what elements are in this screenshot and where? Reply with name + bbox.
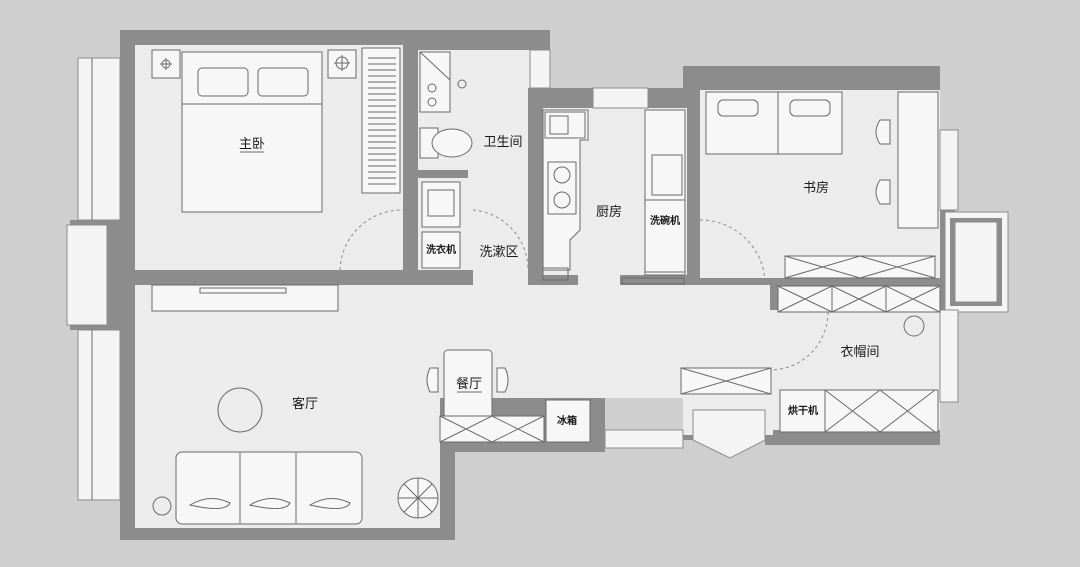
shower — [419, 51, 451, 113]
label-living-room: 客厅 — [292, 396, 318, 412]
chair — [875, 179, 891, 205]
study-cabinet — [784, 255, 936, 279]
label-fridge: 冰箱 — [557, 414, 577, 427]
wardrobe — [361, 47, 401, 194]
washing-machine — [421, 231, 461, 269]
coffee-table — [217, 387, 263, 433]
label-dishwasher: 洗碗机 — [650, 214, 680, 227]
living-dining-furniture — [151, 284, 591, 525]
cabinet-door-cross — [777, 285, 833, 313]
chair — [875, 119, 891, 145]
label-washing-machine: 洗衣机 — [426, 243, 456, 256]
room-labels: 主卧 卫生间 厨房 书房 洗漱区 客厅 餐厅 衣帽间 — [239, 135, 880, 412]
sideboard — [439, 415, 545, 443]
fridge — [545, 399, 591, 443]
burner — [553, 166, 571, 184]
label-dining-room: 餐厅 — [456, 376, 482, 392]
master-bedroom — [151, 47, 401, 213]
tv-cabinet — [151, 284, 339, 312]
label-bathroom: 卫生间 — [483, 135, 522, 150]
study-furniture — [705, 91, 939, 279]
label-kitchen: 厨房 — [596, 204, 622, 220]
label-dryer: 烘干机 — [788, 404, 818, 417]
appliance-labels: 洗衣机 洗碗机 冰箱 烘干机 — [426, 214, 818, 427]
label-study: 书房 — [803, 180, 829, 196]
cloak-cabinet-bottom — [779, 389, 939, 433]
cabinet-door-cross — [885, 285, 941, 313]
sofa — [175, 451, 363, 525]
cabinet-door-cross — [831, 285, 887, 313]
label-cloakroom: 衣帽间 — [840, 344, 879, 360]
kitchen-fixtures — [542, 109, 686, 285]
windows — [66, 49, 1009, 501]
floor-drain — [457, 79, 467, 89]
counter-left — [542, 109, 589, 271]
door-swings — [339, 209, 829, 371]
pillow-left — [197, 67, 249, 97]
pillow-right — [257, 67, 309, 97]
bathroom-fixtures — [419, 51, 473, 269]
label-master-bedroom: 主卧 — [239, 137, 265, 152]
burner — [553, 191, 571, 209]
toilet-bowl — [431, 128, 473, 158]
cloakroom-furniture — [680, 285, 941, 433]
desk — [897, 91, 939, 229]
label-washing-area: 洗漱区 — [479, 245, 518, 260]
